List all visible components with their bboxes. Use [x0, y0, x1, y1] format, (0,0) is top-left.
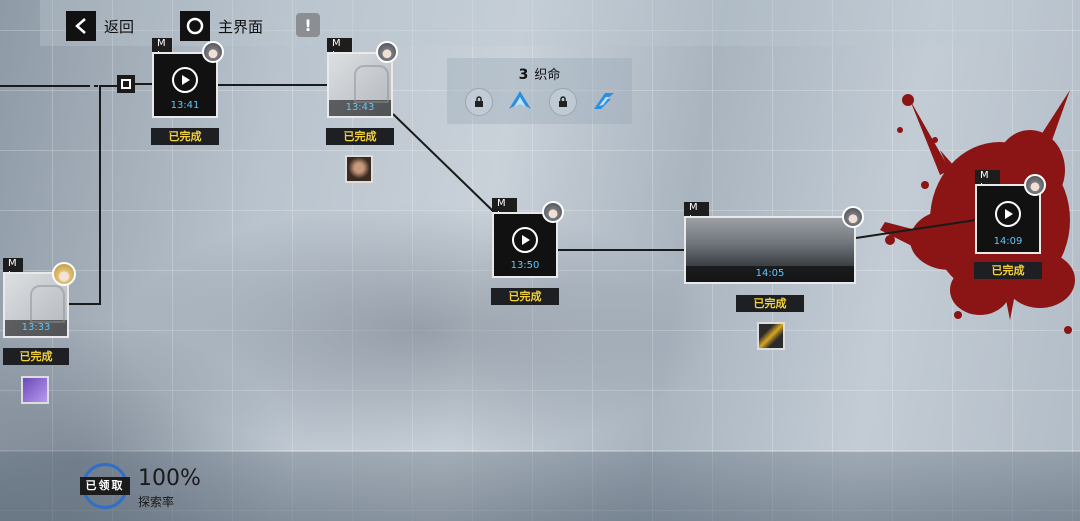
stage-time: 13:43	[329, 100, 391, 116]
info-button[interactable]: !	[296, 11, 320, 39]
stage-time: 13:41	[170, 100, 200, 111]
character-avatar	[842, 206, 864, 228]
path-junction-icon	[117, 75, 135, 93]
stage-thumbnail[interactable]: 13:33	[3, 272, 69, 338]
stage-thumbnail[interactable]: 14:09	[975, 184, 1041, 254]
back-label: 返回	[104, 17, 135, 36]
status-badge: 已完成	[151, 128, 219, 145]
claimed-badge[interactable]: 已领取	[80, 477, 130, 495]
character-avatar	[1024, 174, 1046, 196]
stage-time: 13:33	[5, 320, 67, 336]
fate-panel: 3 织命	[447, 58, 632, 124]
wing-emblem-icon[interactable]	[591, 88, 617, 114]
play-icon	[995, 200, 1021, 227]
character-avatar	[376, 41, 398, 63]
home-label: 主界面	[218, 17, 264, 36]
status-badge: 已完成	[736, 295, 804, 312]
status-badge: 已完成	[3, 348, 69, 365]
status-badge: 已完成	[491, 288, 559, 305]
lock-icon[interactable]	[465, 88, 493, 116]
triangle-emblem-icon[interactable]	[507, 88, 533, 114]
back-button[interactable]: 返回	[66, 11, 135, 41]
fate-label: 织命	[534, 68, 561, 83]
character-avatar	[202, 41, 224, 63]
exploration-label: 探索率	[138, 495, 175, 509]
fate-count: 3	[518, 67, 529, 83]
reward-item-icon[interactable]	[21, 376, 49, 404]
reward-item-icon[interactable]	[345, 155, 373, 183]
play-icon	[512, 227, 538, 254]
stage-thumbnail[interactable]: 14:05	[684, 216, 856, 284]
reward-item-icon[interactable]	[757, 322, 785, 350]
status-badge: 已完成	[326, 128, 394, 145]
bottom-band	[0, 452, 1080, 521]
lock-icon[interactable]	[549, 88, 577, 116]
stage-time: 14:05	[686, 266, 854, 282]
home-button[interactable]: 主界面	[180, 11, 264, 41]
home-ring-icon	[180, 11, 210, 41]
stage-thumbnail[interactable]: 13:43	[327, 52, 393, 118]
stage-thumbnail[interactable]: 13:41	[152, 52, 218, 118]
play-icon	[172, 67, 198, 94]
exclamation-icon: !	[296, 13, 320, 37]
character-avatar	[542, 201, 564, 223]
fate-title: 3 织命	[447, 64, 632, 83]
status-badge: 已完成	[974, 262, 1042, 279]
stage-time: 13:50	[510, 260, 540, 271]
stage-thumbnail[interactable]: 13:50	[492, 212, 558, 278]
character-avatar	[52, 262, 76, 286]
exploration-percent: 100%	[138, 466, 201, 491]
chevron-left-icon	[66, 11, 96, 41]
stage-time: 14:09	[993, 236, 1023, 247]
